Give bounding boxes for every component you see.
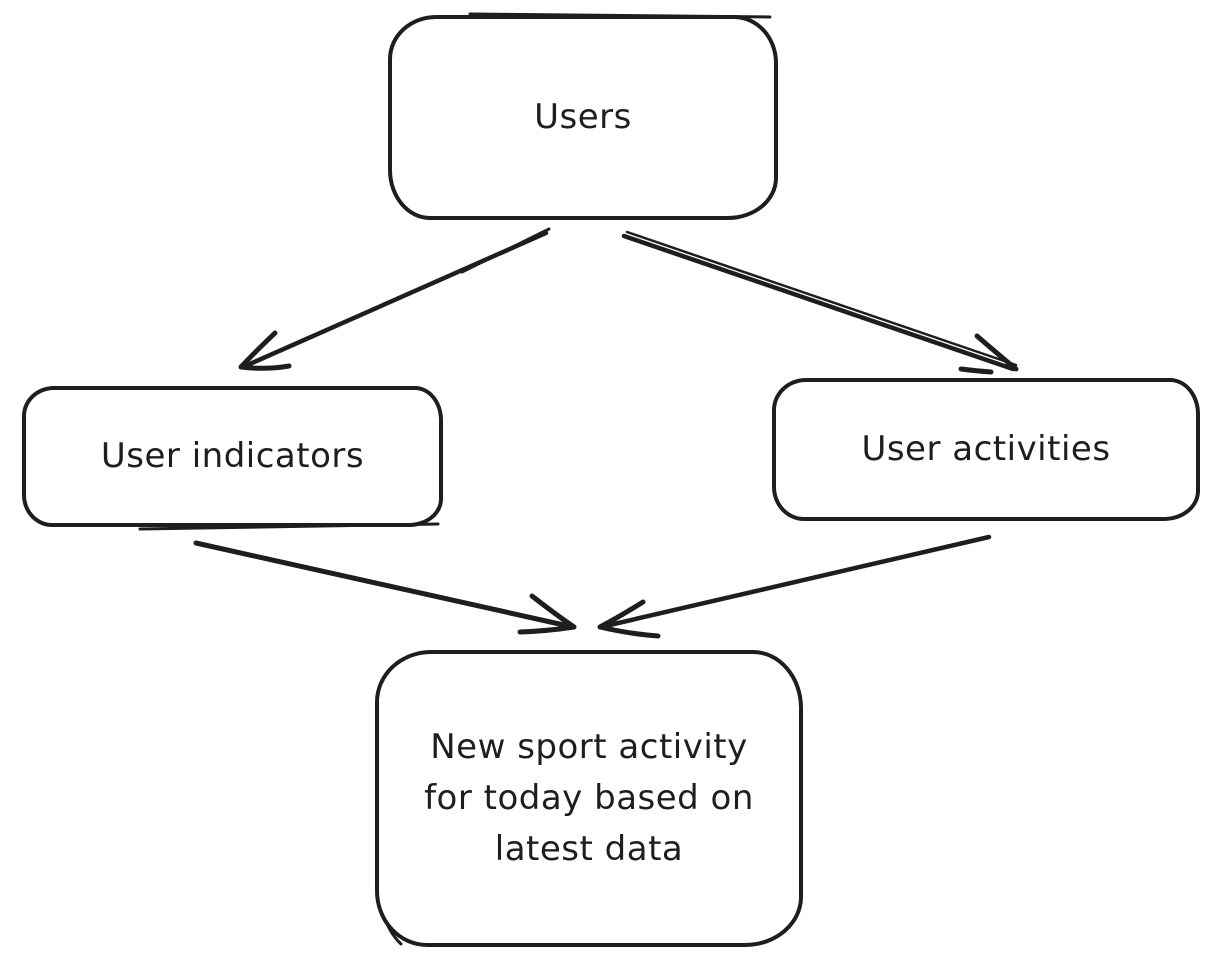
node-user-activities: User activities [772, 378, 1200, 521]
node-new-sport-activity: New sport activity for today based on la… [375, 650, 803, 947]
arrow-shaft-sketch-double [460, 227, 551, 274]
arrow-shaft [621, 233, 1016, 372]
node-users: Users [388, 15, 778, 220]
edge-users-to-user-indicators [238, 227, 551, 371]
node-users-label: Users [534, 97, 632, 137]
node-user-indicators-label: User indicators [100, 436, 365, 476]
edge-user-activities-to-new-sport-activity [597, 534, 992, 639]
arrowhead-icon [517, 593, 577, 635]
node-user-indicators: User indicators [22, 386, 443, 527]
arrow-shaft [193, 540, 576, 630]
arrow-shaft-sketch-double [625, 230, 1018, 367]
edge-users-to-user-activities [621, 230, 1019, 375]
arrow-shaft [598, 534, 992, 630]
node-new-sport-activity-label: New sport activity for today based on la… [424, 727, 754, 869]
edge-user-indicators-to-new-sport-activity [193, 540, 577, 635]
arrowhead-icon [238, 330, 292, 371]
arrowhead-icon [958, 333, 1019, 375]
arrowhead-icon [597, 599, 661, 639]
node-user-activities-label: User activities [861, 429, 1111, 469]
